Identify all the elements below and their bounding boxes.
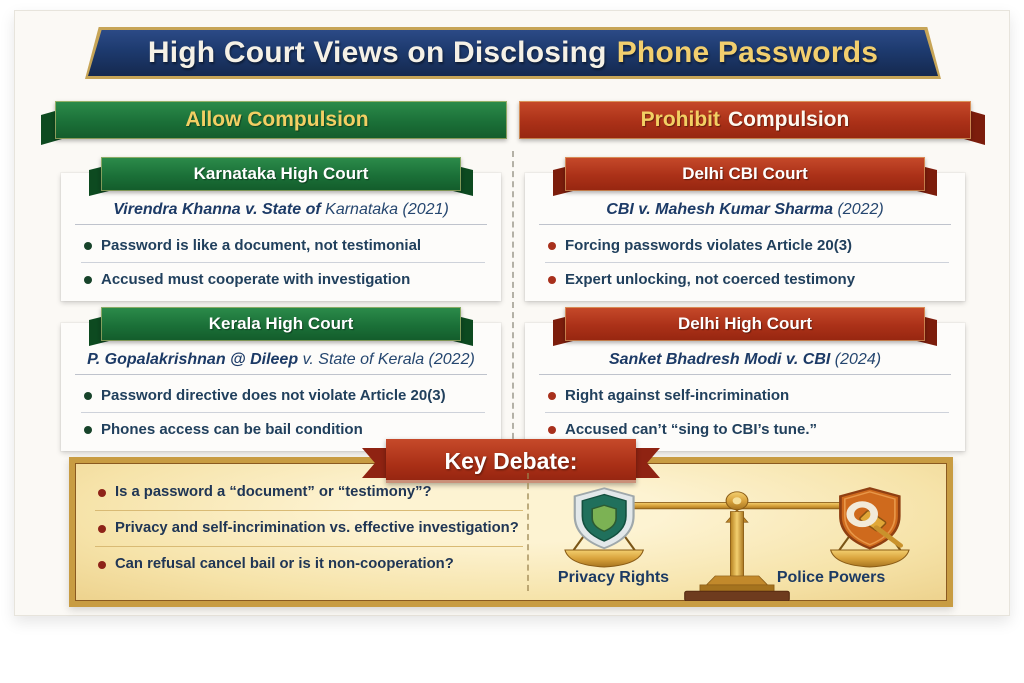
point-item: Phones access can be bail condition	[81, 412, 485, 446]
case-divider	[75, 224, 487, 225]
point-item: Password directive does not violate Arti…	[81, 379, 485, 412]
court-card-delhi-hc: Delhi High Court Sanket Bhadresh Modi v.…	[525, 307, 965, 451]
page-title-white: High Court Views on Disclosing	[147, 36, 607, 69]
court-name: Delhi High Court	[564, 307, 926, 341]
points-list: Forcing passwords violates Article 20(3)…	[545, 229, 949, 297]
infographic-sheet: High Court Views on Disclosing Phone Pas…	[14, 10, 1010, 616]
point-item: Accused must cooperate with investigatio…	[81, 262, 485, 296]
case-title: CBI v. Mahesh Kumar Sharma (2022)	[606, 201, 884, 218]
debate-divider	[527, 473, 529, 591]
case-title: Virendra Khanna v. State of Karnataka (2…	[113, 201, 449, 218]
lens-icon	[846, 501, 879, 528]
column-header-allow-label: Allow Compulsion	[185, 108, 369, 131]
points-list: Password is like a document, not testimo…	[81, 229, 485, 297]
court-ribbon: Delhi CBI Court	[552, 157, 938, 196]
page-title-gold: Phone Passwords	[616, 36, 879, 69]
point-item: Expert unlocking, not coerced testimony	[545, 262, 949, 296]
key-debate-label: Key Debate:	[386, 439, 636, 483]
column-divider	[512, 151, 514, 449]
key-debate-panel: Key Debate: Is a password a “document” o…	[69, 439, 953, 607]
column-header-prohibit: Prohibit Compulsion	[519, 101, 985, 146]
case-title: P. Gopalakrishnan @ Dileep v. State of K…	[87, 351, 475, 368]
court-card-kerala: Kerala High Court P. Gopalakrishnan @ Di…	[61, 307, 501, 451]
privacy-shield-icon	[573, 487, 635, 550]
court-ribbon: Delhi High Court	[552, 307, 938, 346]
court-card-karnataka: Karnataka High Court Virendra Khanna v. …	[61, 157, 501, 301]
court-name: Delhi CBI Court	[564, 157, 926, 191]
points-list: Right against self-incrimination Accused…	[545, 379, 949, 447]
court-ribbon: Kerala High Court	[88, 307, 474, 346]
point-item: Right against self-incrimination	[545, 379, 949, 412]
case-title: Sanket Bhadresh Modi v. CBI (2024)	[608, 351, 882, 368]
case-divider	[539, 374, 951, 375]
points-list: Password directive does not violate Arti…	[81, 379, 485, 447]
court-ribbon: Karnataka High Court	[88, 157, 474, 196]
point-item: Accused can’t “sing to CBI’s tune.”	[545, 412, 949, 446]
page-title: High Court Views on Disclosing Phone Pas…	[88, 30, 938, 76]
pan-label-police: Police Powers	[776, 569, 886, 586]
debate-questions: Is a password a “document” or “testimony…	[95, 475, 523, 582]
question-item: Can refusal cancel bail or is it non-coo…	[95, 546, 523, 582]
court-card-delhi-cbi: Delhi CBI Court CBI v. Mahesh Kumar Shar…	[525, 157, 965, 301]
question-item: Privacy and self-incrimination vs. effec…	[95, 510, 523, 546]
court-name: Kerala High Court	[100, 307, 462, 341]
point-item: Forcing passwords violates Article 20(3)	[545, 229, 949, 262]
point-item: Password is like a document, not testimo…	[81, 229, 485, 262]
question-item: Is a password a “document” or “testimony…	[95, 475, 523, 510]
police-shield-icon	[839, 487, 904, 550]
case-divider	[75, 374, 487, 375]
court-name: Karnataka High Court	[100, 157, 462, 191]
column-header-allow: Allow Compulsion	[41, 101, 507, 146]
column-header-prohibit-label: Prohibit	[640, 108, 720, 131]
title-banner: High Court Views on Disclosing Phone Pas…	[85, 27, 941, 79]
balance-scale-icon	[564, 487, 910, 601]
pan-label-privacy: Privacy Rights	[557, 569, 670, 586]
scales-illustration: Privacy Rights Police Powers	[541, 465, 933, 601]
case-divider	[539, 224, 951, 225]
